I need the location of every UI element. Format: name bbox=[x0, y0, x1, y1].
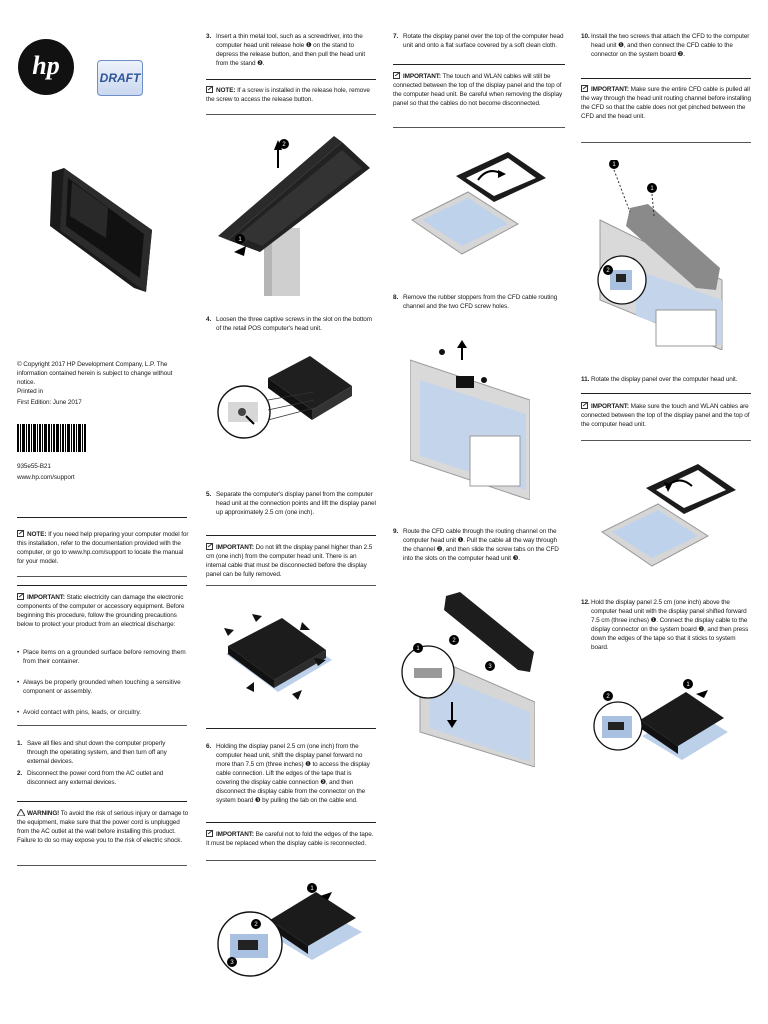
step-1: 1.Save all files and shut down the compu… bbox=[17, 740, 167, 765]
divider bbox=[17, 517, 187, 518]
divider bbox=[581, 78, 751, 79]
step-5: 5.Separate the computer's display panel … bbox=[206, 491, 376, 516]
draft-badge: DRAFT bbox=[97, 60, 143, 96]
divider bbox=[206, 822, 376, 823]
hp-logo: hp bbox=[18, 39, 74, 95]
important-cables: IMPORTANT: The touch and WLAN cables wil… bbox=[393, 71, 563, 107]
important-icon bbox=[206, 542, 214, 550]
divider bbox=[393, 127, 565, 128]
note-icon bbox=[17, 529, 25, 537]
svg-text:2: 2 bbox=[452, 638, 456, 644]
divider bbox=[393, 64, 565, 65]
important-text: Static electricity can damage the electr… bbox=[17, 594, 185, 628]
illustration-rubber-stoppers bbox=[410, 340, 530, 500]
divider bbox=[206, 535, 376, 536]
important-icon bbox=[206, 829, 214, 837]
edition-text: First Edition: June 2017 bbox=[17, 399, 82, 406]
svg-text:1: 1 bbox=[650, 186, 654, 192]
divider bbox=[17, 725, 187, 726]
svg-text:3: 3 bbox=[488, 664, 492, 670]
step-8: 8.Remove the rubber stoppers from the CF… bbox=[393, 294, 558, 310]
important-cfd-cable: IMPORTANT: Make sure the entire CFD cabl… bbox=[581, 84, 751, 120]
illustration-reconnect-cable: 1 2 bbox=[593, 679, 728, 760]
bullet-item: •Avoid contact with pins, leads, or circ… bbox=[17, 709, 142, 716]
illustration-route-cable: 1 2 3 bbox=[401, 592, 535, 767]
illustration-separate-display bbox=[224, 614, 332, 700]
step-2: 2.Disconnect the power cord from the AC … bbox=[17, 770, 164, 786]
important-icon bbox=[393, 71, 401, 79]
important-tape: IMPORTANT: Be careful not to fold the ed… bbox=[206, 829, 374, 847]
draft-badge-text: DRAFT bbox=[99, 71, 141, 85]
illustration-rotate-display bbox=[411, 152, 546, 255]
step-3: 3.Insert a thin metal tool, such as a sc… bbox=[206, 33, 366, 67]
svg-text:2: 2 bbox=[282, 142, 286, 148]
hp-logo-text: hp bbox=[32, 51, 60, 80]
svg-text:1: 1 bbox=[686, 682, 690, 688]
step-6: 6.Holding the display panel 2.5 cm (one … bbox=[206, 743, 370, 804]
divider bbox=[17, 585, 187, 586]
important-icon bbox=[581, 401, 589, 409]
step-7: 7.Rotate the display panel over the top … bbox=[393, 33, 564, 49]
divider bbox=[206, 585, 376, 586]
printed-in: Printed in bbox=[17, 388, 43, 395]
divider bbox=[581, 393, 751, 394]
note-screw: NOTE: If a screw is installed in the rel… bbox=[206, 85, 370, 103]
bullet-item: •Always be properly grounded when touchi… bbox=[17, 679, 181, 695]
divider bbox=[17, 801, 187, 802]
divider bbox=[206, 114, 376, 115]
divider bbox=[581, 142, 751, 143]
bullet-item: •Place items on a grounded surface befor… bbox=[17, 649, 186, 665]
important-label: IMPORTANT: bbox=[27, 594, 65, 601]
warning-text: WARNING! To avoid the risk of serious in… bbox=[16, 807, 189, 844]
part-number: 935e55-B21 bbox=[17, 463, 51, 470]
step-10: 10.Install the two screws that attach th… bbox=[581, 33, 750, 58]
svg-text:2: 2 bbox=[254, 922, 258, 928]
important-static: IMPORTANT: Static electricity can damage… bbox=[17, 592, 189, 629]
divider bbox=[17, 865, 187, 866]
copyright-text: © Copyright 2017 HP Development Company,… bbox=[17, 361, 173, 386]
illustration-remove-head-unit: 1 2 bbox=[218, 136, 370, 296]
warning-icon bbox=[16, 807, 26, 817]
illustration-rotate-back bbox=[601, 464, 736, 567]
important-icon bbox=[581, 84, 589, 92]
note-icon bbox=[206, 85, 214, 93]
svg-text:2: 2 bbox=[606, 694, 610, 700]
barcode bbox=[17, 424, 86, 452]
step-11: 11.Rotate the display panel over the com… bbox=[581, 376, 738, 383]
svg-text:1: 1 bbox=[612, 162, 616, 168]
divider bbox=[206, 728, 376, 729]
divider bbox=[581, 440, 751, 441]
note-general: NOTE: If you need help preparing your co… bbox=[17, 529, 189, 566]
warning-label: WARNING! bbox=[27, 810, 60, 817]
step-12: 12.Hold the display panel 2.5 cm (one in… bbox=[581, 599, 749, 651]
important-icon bbox=[17, 592, 25, 600]
product-image-cfd bbox=[50, 168, 152, 292]
illustration-disconnect-cable: 1 2 3 bbox=[217, 883, 362, 977]
svg-text:1: 1 bbox=[416, 646, 420, 652]
note-label: NOTE: bbox=[27, 531, 47, 538]
divider bbox=[206, 79, 376, 80]
svg-text:3: 3 bbox=[230, 960, 234, 966]
illustration-install-cfd: 1 1 2 bbox=[597, 160, 723, 350]
divider bbox=[206, 860, 376, 861]
svg-text:1: 1 bbox=[310, 886, 314, 892]
important-lift: IMPORTANT: Do not lift the display panel… bbox=[206, 542, 373, 578]
svg-text:2: 2 bbox=[606, 268, 610, 274]
step-4: 4.Loosen the three captive screws in the… bbox=[206, 316, 372, 332]
note-text: If you need help preparing your computer… bbox=[17, 531, 189, 565]
important-touch-wlan: IMPORTANT: Make sure the touch and WLAN … bbox=[581, 401, 750, 428]
support-url: www.hp.com/support bbox=[17, 474, 75, 481]
step-9: 9.Route the CFD cable through the routin… bbox=[393, 528, 559, 562]
divider bbox=[17, 576, 187, 577]
illustration-captive-screws bbox=[217, 356, 352, 439]
svg-text:1: 1 bbox=[238, 237, 242, 243]
